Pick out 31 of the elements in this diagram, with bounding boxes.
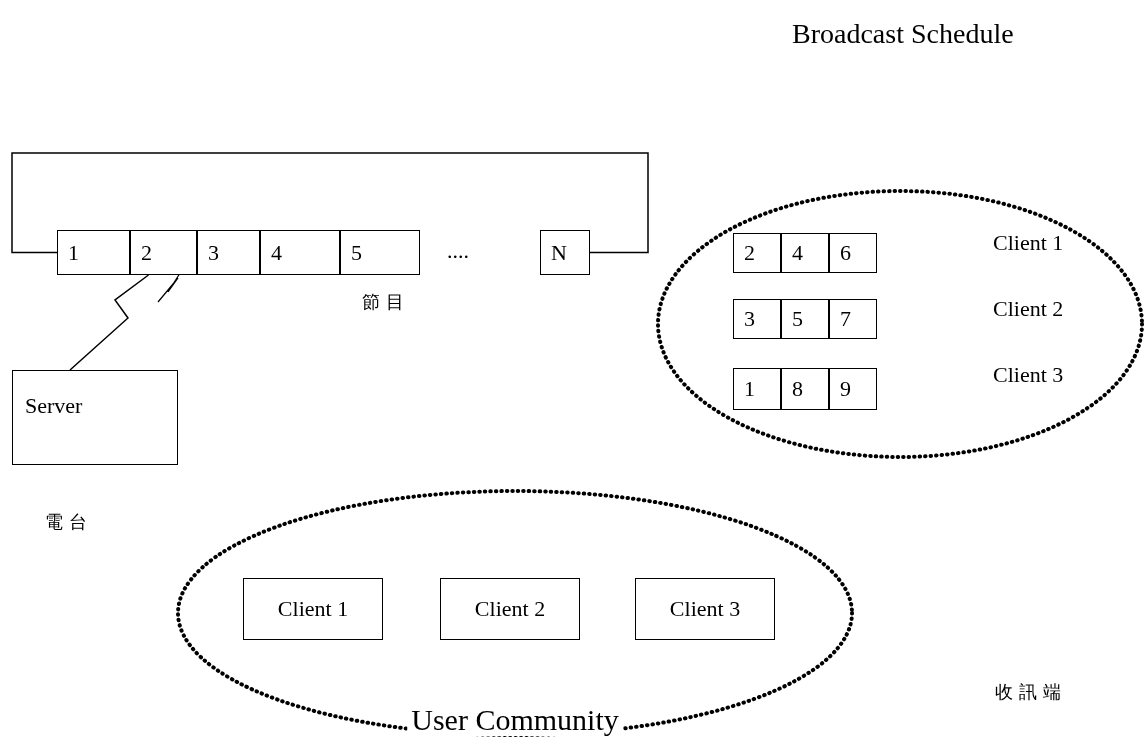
schedule-cell: 2 <box>130 230 197 275</box>
client-box: Client 1 <box>243 578 383 640</box>
ellipsis-text: .... <box>447 238 469 264</box>
schedule-cell: 5 <box>781 299 829 339</box>
schedule-cell: 1 <box>57 230 130 275</box>
loop-connector <box>11 152 649 254</box>
label-text: 收訊端 <box>995 681 1067 704</box>
schedule-cell: 1 <box>733 368 781 410</box>
schedule-cell: 3 <box>733 299 781 339</box>
schedule-cell: 8 <box>781 368 829 410</box>
schedule-cell: 2 <box>733 233 781 273</box>
dotted-ellipse <box>175 488 855 738</box>
schedule-cell: 6 <box>829 233 877 273</box>
dotted-ellipse <box>655 188 1145 460</box>
schedule-cell: 5 <box>340 230 420 275</box>
label-text: 電台 <box>45 511 93 534</box>
client-box: Client 2 <box>440 578 580 640</box>
schedule-cell: 3 <box>197 230 260 275</box>
zigzag-connector <box>69 274 150 371</box>
schedule-cell: 4 <box>260 230 340 275</box>
schedule-cell: N <box>540 230 590 275</box>
label-text: 節目 <box>362 291 410 314</box>
schedule-cell: 9 <box>829 368 877 410</box>
label-text: Client 1 <box>993 230 1064 256</box>
label-text: Client 2 <box>993 296 1064 322</box>
server-box: Server <box>12 370 178 465</box>
schedule-cell: 4 <box>781 233 829 273</box>
schedule-cell: 7 <box>829 299 877 339</box>
client-box: Client 3 <box>635 578 775 640</box>
label-text: Client 3 <box>993 362 1064 388</box>
title: Broadcast Schedule <box>792 18 1014 50</box>
